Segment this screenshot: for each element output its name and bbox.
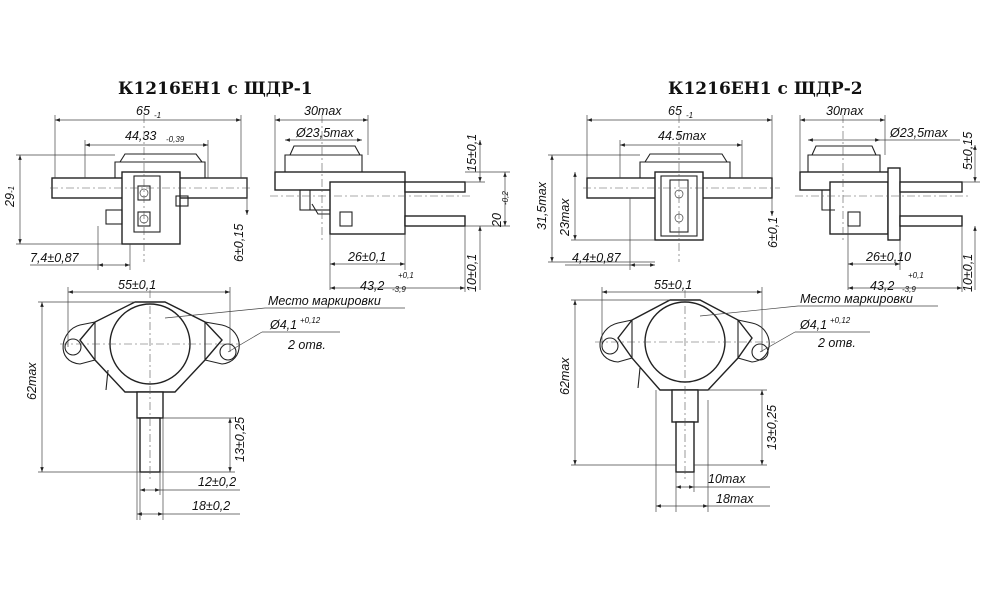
right-title: К1216ЕН1 с ЩДР-2 (668, 79, 863, 99)
right-dim-6: 6±0,1 (766, 217, 780, 248)
left-dim-d23: Ø23,5max (295, 126, 354, 140)
right-dim-55: 55±0,1 (654, 278, 692, 292)
left-hole-tol: +0,12 (300, 316, 321, 325)
left-dim-18: 18±0,2 (192, 499, 230, 513)
left-dim-7-4: 7,4±0,87 (30, 251, 80, 265)
left-side-view (270, 115, 470, 240)
right-dim-26: 26±0,10 (865, 250, 911, 264)
left-dim-44: 44,33 (125, 129, 156, 143)
left-dim-55: 55±0,1 (118, 278, 156, 292)
right-side-view (795, 115, 970, 241)
left-dim-65: 65 (136, 104, 150, 118)
right-dim-44: 44.5max (658, 129, 707, 143)
left-dim-62: 62max (25, 362, 39, 400)
left-dim-20: 20 (490, 213, 504, 228)
left-dim-13: 13±0,25 (233, 417, 247, 462)
left-dim-15: 15±0,1 (465, 134, 479, 172)
left-dim-26: 26±0,1 (347, 250, 386, 264)
right-dim-65: 65 (668, 104, 682, 118)
left-mark-label: Место маркировки (268, 294, 381, 308)
left-dim-65-tol: -1 (154, 111, 161, 120)
right-dim-13: 13±0,25 (765, 405, 779, 450)
left-dim-20-tol: -0,2 (501, 191, 510, 205)
left-dim-43: 43,2 (360, 279, 384, 293)
left-dim-6: 6±0,15 (232, 224, 246, 262)
right-dim-10: 10±0,1 (961, 254, 975, 292)
left-hole-dim: Ø4,1 (269, 318, 297, 332)
right-dim-43-tol-up: +0,1 (908, 271, 924, 280)
left-dim-43-tol-up: +0,1 (398, 271, 414, 280)
right-dim-d23: Ø23,5max (889, 126, 948, 140)
right-hole-tol: +0,12 (830, 316, 851, 325)
left-dim-12: 12±0,2 (198, 475, 236, 489)
right-dim-31: 31,5max (535, 181, 549, 230)
right-bottom-view (595, 290, 775, 480)
right-dim-43-tol-dn: -3,9 (902, 285, 916, 294)
right-holes-count: 2 отв. (817, 336, 856, 350)
left-dim-29-tol: -1 (7, 186, 16, 193)
right-dim-5: 5±0,15 (961, 132, 975, 170)
right-dim-62: 62max (558, 357, 572, 395)
right-dim-65-tol: -1 (686, 111, 693, 120)
right-drawing: К1216ЕН1 с ЩДР-2 65 -1 44.5max 31,5max (535, 79, 980, 512)
left-dim-30max: 30max (304, 104, 342, 118)
left-title: К1216ЕН1 с ЩДР-1 (118, 79, 313, 99)
right-dim-18: 18max (716, 492, 754, 506)
left-front-view (50, 115, 252, 262)
right-dim-43: 43,2 (870, 279, 894, 293)
right-mark-label: Место маркировки (800, 292, 913, 306)
left-dim-44-tol: -0,39 (166, 135, 185, 144)
left-dim-10: 10±0,1 (465, 254, 479, 292)
right-hole-dim: Ø4,1 (799, 318, 827, 332)
right-dim-23: 23max (558, 198, 572, 237)
left-dim-43-tol-dn: -3,9 (392, 285, 406, 294)
right-dim-4-4: 4,4±0,87 (572, 251, 622, 265)
left-holes-count: 2 отв. (287, 338, 326, 352)
left-drawing: К1216ЕН1 с ЩДР-1 65 -1 44,33 -0,39 (3, 79, 510, 520)
right-dim-30max: 30max (826, 104, 864, 118)
right-dim-10max: 10max (708, 472, 746, 486)
left-bottom-view (60, 290, 240, 480)
right-front-view (583, 115, 780, 262)
left-dim-29: 29 (3, 193, 17, 208)
